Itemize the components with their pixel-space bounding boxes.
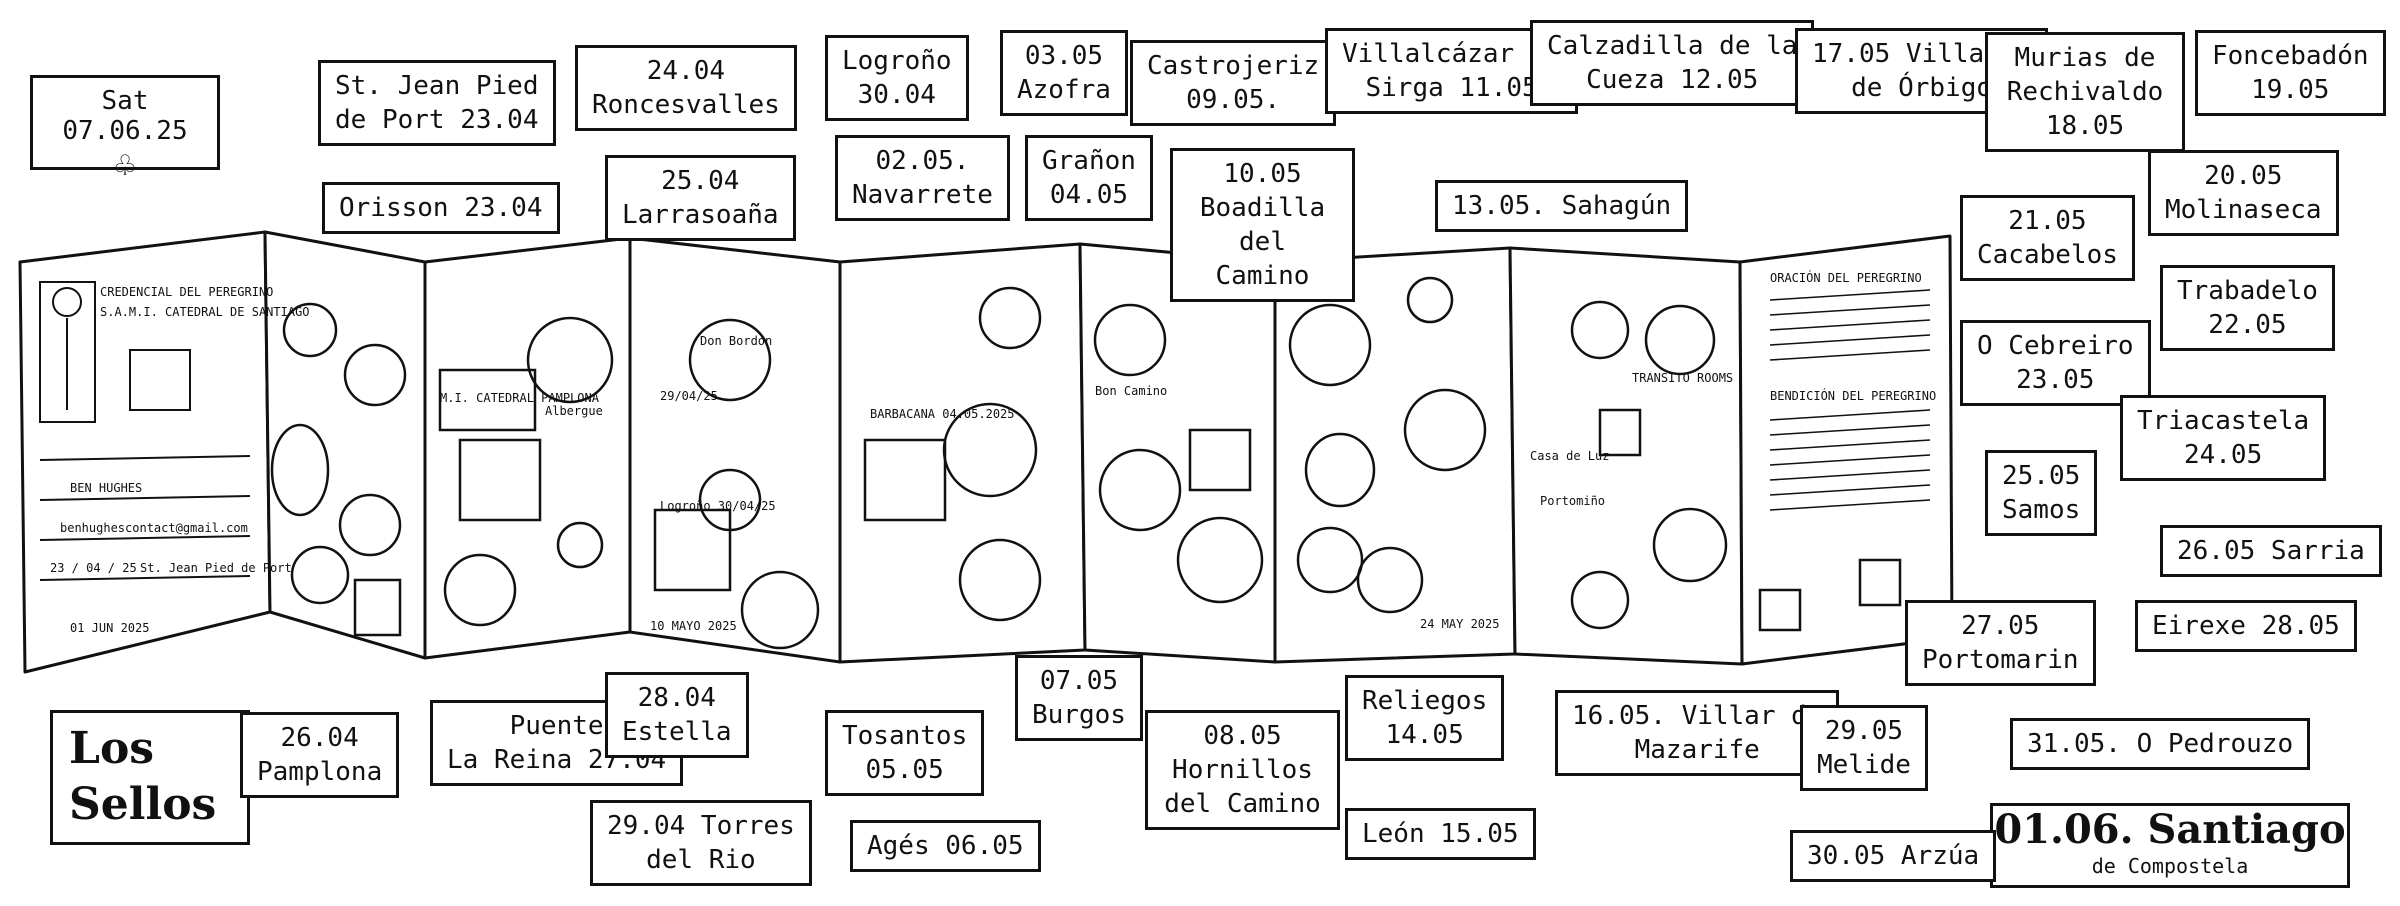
prayer-title: ORACIÓN DEL PEREGRINO [1770,270,1922,285]
stamp-catedral: M.I. CATEDRAL PAMPLONA [440,391,600,405]
stamp-10-mayo: 10 MAYO 2025 [650,619,737,633]
stamp-albergue: Albergue [545,404,603,418]
stage-orisson: Orisson 23.04 [322,182,560,234]
saint-figure-icon [39,281,96,423]
stamp-barbacana: BARBACANA 04.05.2025 [870,407,1015,421]
credential-start-date: 23 / 04 / 25 [50,561,137,575]
stage-ages: Agés 06.05 [850,820,1041,872]
credential-subheading: S.A.M.I. CATEDRAL DE SANTIAGO [100,305,310,319]
shell-icon: ♧ [114,146,136,186]
stamp-2904: 29/04/25 [660,389,718,403]
credential-panel-4 [628,236,842,664]
title-line2: Sellos [69,779,217,830]
credential-name: BEN HUGHES [70,481,142,495]
credential-panel-3 [423,236,632,660]
credential-heading: CREDENCIAL DEL PEREGRINO [100,285,273,299]
stage-pedrouzo: 31.05. O Pedrouzo [2010,718,2311,770]
date-block: Sat 07.06.25 ♧ [30,75,220,186]
credential-end-note: 01 JUN 2025 [70,621,149,635]
stamp-24-may: 24 MAY 2025 [1420,617,1499,631]
stamp-transito: TRANSITO ROOMS [1632,371,1733,385]
stamp-portomino: Portomiño [1540,494,1605,508]
stage-sahagun: 13.05. Sahagún [1435,180,1689,232]
stage-navarrete: 02.05.Navarrete [835,135,1010,221]
stamp-logrono: Logroño 30/04/25 [660,499,776,513]
stamps-group [270,276,1902,650]
destination-date: 01.06. [1994,806,2134,853]
stage-eirexe: Eirexe 28.05 [2135,600,2357,652]
stamp-bon-camino: Bon Camino [1095,384,1167,398]
stage-leon: León 15.05 [1345,808,1536,860]
destination-sub: de Compostela [2091,854,2249,878]
destination-name: Santiago [2147,806,2346,853]
credential-email: benhughescontact@gmail.com [60,521,248,535]
credential-panel-5 [838,242,1087,664]
stage-sarria: 26.05 Sarria [2160,525,2382,577]
blessing-title: BENDICIÓN DEL PEREGRINO [1770,388,1936,403]
date-text: Sat 07.06.25 [62,86,188,146]
credential-panel-6 [1078,242,1277,664]
stamp-casa-luz: Casa de Luz [1530,449,1609,463]
stage-arzua: 30.05 Arzúa [1790,830,1997,882]
page-title: Los Sellos [50,710,250,845]
qr-code-icon [129,349,191,411]
stamp-bordon: Don Bordon [700,334,772,348]
credential-start-place: St. Jean Pied de Port [140,561,292,575]
title-line1: Los [69,723,155,774]
